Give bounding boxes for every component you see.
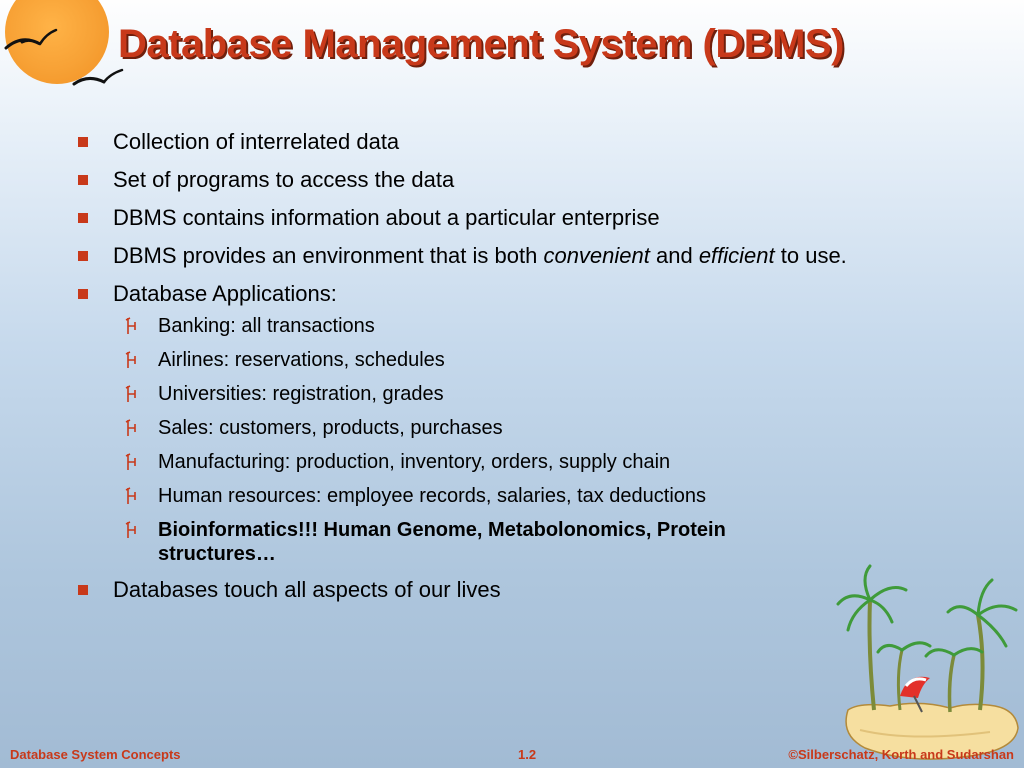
- sub-bullet-text: Bioinformatics!!! Human Genome, Metabolo…: [158, 519, 726, 565]
- h-bullet-icon: [125, 487, 136, 504]
- bullet-text: Set of programs to access the data: [113, 167, 455, 192]
- sub-bullet-text: Sales: customers, products, purchases: [158, 417, 503, 439]
- h-bullet-icon: [125, 351, 136, 368]
- palm-island-icon: [836, 564, 1019, 760]
- bullet-list: Collection of interrelated data Set of p…: [78, 128, 958, 614]
- bullet-item: Set of programs to access the data: [78, 166, 958, 194]
- sub-bullet-item: Universities: registration, grades: [78, 382, 958, 406]
- sub-bullet-item: Human resources: employee records, salar…: [78, 484, 958, 508]
- emphasis-efficient: efficient: [698, 243, 775, 268]
- h-bullet-icon: [125, 521, 136, 538]
- sub-bullet-list: Banking: all transactions Airlines: rese…: [113, 314, 958, 566]
- bullet-text-part: and: [649, 243, 699, 268]
- h-bullet-icon: [125, 419, 136, 436]
- sub-bullet-item: Airlines: reservations, schedules: [78, 348, 958, 372]
- square-bullet-icon: [78, 213, 88, 223]
- bullet-item: DBMS provides an environment that is bot…: [78, 242, 943, 270]
- square-bullet-icon: [78, 289, 88, 299]
- birds-icon: [4, 28, 124, 86]
- bullet-item: Database Applications: Banking: all tran…: [78, 280, 958, 566]
- bullet-item: Databases touch all aspects of our lives: [78, 576, 958, 604]
- bullet-text: Collection of interrelated data: [113, 129, 400, 154]
- slide-title: Database Management System (DBMS): [118, 22, 844, 66]
- h-bullet-icon: [125, 453, 136, 470]
- sub-bullet-item: Banking: all transactions: [78, 314, 958, 338]
- bullet-text: Database Applications:: [113, 281, 337, 306]
- bullet-item: DBMS contains information about a partic…: [78, 204, 958, 232]
- emphasis-convenient: convenient: [543, 243, 650, 268]
- sub-bullet-text: Airlines: reservations, schedules: [158, 349, 445, 371]
- h-bullet-icon: [125, 317, 136, 334]
- bullet-text: Databases touch all aspects of our lives: [113, 577, 501, 602]
- footer-right: ©Silberschatz, Korth and Sudarshan: [788, 747, 1014, 762]
- bullet-text-part: to use.: [774, 243, 847, 268]
- footer-page-number: 1.2: [518, 747, 537, 762]
- square-bullet-icon: [78, 251, 88, 261]
- square-bullet-icon: [78, 137, 88, 147]
- bullet-text-part: DBMS provides an environment that is bot…: [113, 243, 544, 268]
- sub-bullet-text: Human resources: employee records, salar…: [158, 485, 707, 507]
- footer-left: Database System Concepts: [10, 747, 181, 762]
- sub-bullet-item: Bioinformatics!!! Human Genome, Metabolo…: [78, 518, 848, 566]
- square-bullet-icon: [78, 175, 88, 185]
- sub-bullet-text: Universities: registration, grades: [158, 383, 444, 405]
- sub-bullet-text: Manufacturing: production, inventory, or…: [158, 451, 671, 473]
- bullet-item: Collection of interrelated data: [78, 128, 958, 156]
- sub-bullet-item: Manufacturing: production, inventory, or…: [78, 450, 958, 474]
- sub-bullet-text: Banking: all transactions: [158, 315, 375, 337]
- sub-bullet-item: Sales: customers, products, purchases: [78, 416, 958, 440]
- bullet-text: DBMS contains information about a partic…: [113, 205, 660, 230]
- square-bullet-icon: [78, 585, 88, 595]
- h-bullet-icon: [125, 385, 136, 402]
